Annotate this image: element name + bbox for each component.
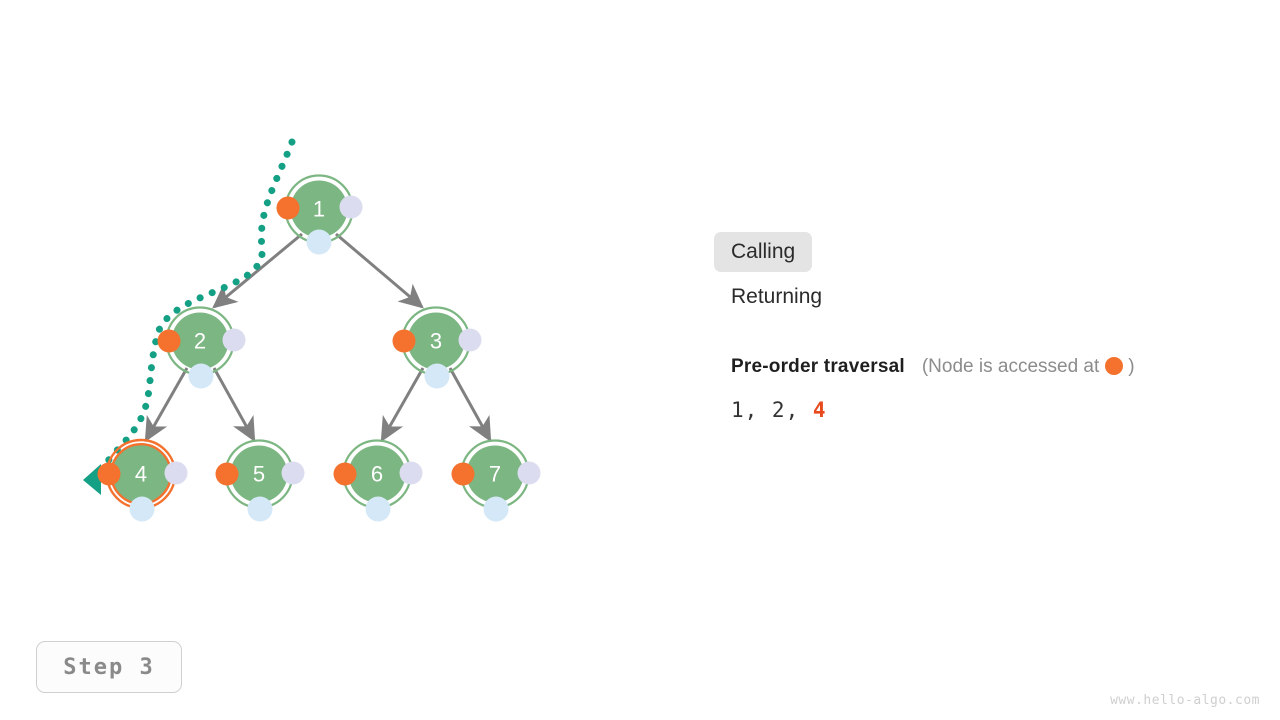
node-4-port-bottom bbox=[129, 496, 155, 522]
recursion-marker-triangle bbox=[83, 464, 101, 495]
node-6-port-left-accessed bbox=[333, 462, 357, 486]
node-2-circle bbox=[171, 312, 229, 370]
traversal-sequence-current: 4 bbox=[812, 398, 827, 422]
node-5-port-right bbox=[281, 461, 305, 485]
node-2-port-left-accessed bbox=[157, 329, 181, 353]
info-panel: Calling Returning Pre-order traversal (N… bbox=[714, 232, 1254, 422]
edge-1-2 bbox=[212, 232, 303, 309]
node-3-label: 3 bbox=[430, 329, 442, 354]
node-2-port-right bbox=[222, 328, 246, 352]
node-6-label: 6 bbox=[371, 462, 383, 487]
node-1-port-bottom bbox=[306, 229, 332, 255]
tree-nodes: 1 2 3 bbox=[97, 174, 541, 522]
edge-1-3 bbox=[335, 232, 424, 309]
node-6-circle bbox=[348, 445, 406, 503]
node-1-port-right bbox=[339, 195, 363, 219]
recursion-path bbox=[83, 138, 296, 495]
recursion-dotted-line bbox=[97, 138, 296, 475]
node-2-port-bottom bbox=[188, 363, 214, 389]
legend-calling-badge: Calling bbox=[714, 232, 813, 272]
step-badge: Step 3 bbox=[36, 641, 182, 693]
tree-node-1[interactable]: 1 bbox=[276, 174, 363, 255]
traversal-note-before: (Node is accessed at bbox=[921, 356, 1100, 377]
legend-calling-row: Calling bbox=[714, 232, 1254, 272]
edge-3-7 bbox=[448, 367, 492, 443]
traversal-sequence-list: 1, 2, 4 bbox=[731, 398, 1254, 422]
node-7-port-bottom bbox=[483, 496, 509, 522]
node-2-label: 2 bbox=[194, 329, 206, 354]
node-7-port-left-accessed bbox=[451, 462, 475, 486]
node-4-circle bbox=[112, 445, 170, 503]
traversal-title: Pre-order traversal bbox=[731, 356, 905, 377]
edge-2-4 bbox=[144, 367, 189, 443]
node-1-label: 1 bbox=[313, 197, 325, 222]
node-7-label: 7 bbox=[489, 462, 501, 487]
tree-node-4[interactable]: 4 bbox=[97, 438, 188, 522]
node-1-circle bbox=[290, 180, 348, 238]
node-4-port-right bbox=[164, 461, 188, 485]
tree-node-2[interactable]: 2 bbox=[157, 306, 246, 389]
node-3-port-left-accessed bbox=[392, 329, 416, 353]
node-4-port-left-accessed bbox=[97, 462, 121, 486]
node-7-port-right bbox=[517, 461, 541, 485]
node-5-port-left-accessed bbox=[215, 462, 239, 486]
tree-node-5[interactable]: 5 bbox=[215, 439, 305, 522]
node-6-port-bottom bbox=[365, 496, 391, 522]
node-5-port-bottom bbox=[247, 496, 273, 522]
node-6-port-right bbox=[399, 461, 423, 485]
node-3-port-bottom bbox=[424, 363, 450, 389]
node-1-port-left-accessed bbox=[276, 196, 300, 220]
traversal-note: (Node is accessed at) bbox=[922, 356, 1135, 378]
node-7-circle bbox=[466, 445, 524, 503]
traversal-note-after: ) bbox=[1128, 356, 1135, 377]
tree-edges bbox=[144, 232, 492, 443]
node-5-label: 5 bbox=[253, 462, 265, 487]
traversal-sequence-previous: 1, 2, bbox=[731, 398, 800, 422]
node-5-circle bbox=[230, 445, 288, 503]
tree-node-7[interactable]: 7 bbox=[451, 439, 541, 522]
edge-2-5 bbox=[212, 367, 256, 443]
tree-node-6[interactable]: 6 bbox=[333, 439, 423, 522]
edge-3-6 bbox=[380, 367, 425, 443]
node-3-circle bbox=[407, 312, 465, 370]
binary-tree-diagram: 1 2 3 bbox=[83, 138, 541, 522]
node-3-port-right bbox=[458, 328, 482, 352]
access-marker-icon bbox=[1105, 357, 1124, 375]
watermark: www.hello-algo.com bbox=[1110, 693, 1260, 708]
legend-returning-label: Returning bbox=[731, 285, 823, 308]
traversal-heading: Pre-order traversal (Node is accessed at… bbox=[731, 356, 1254, 378]
node-4-label: 4 bbox=[135, 462, 147, 487]
tree-node-3[interactable]: 3 bbox=[392, 306, 482, 389]
